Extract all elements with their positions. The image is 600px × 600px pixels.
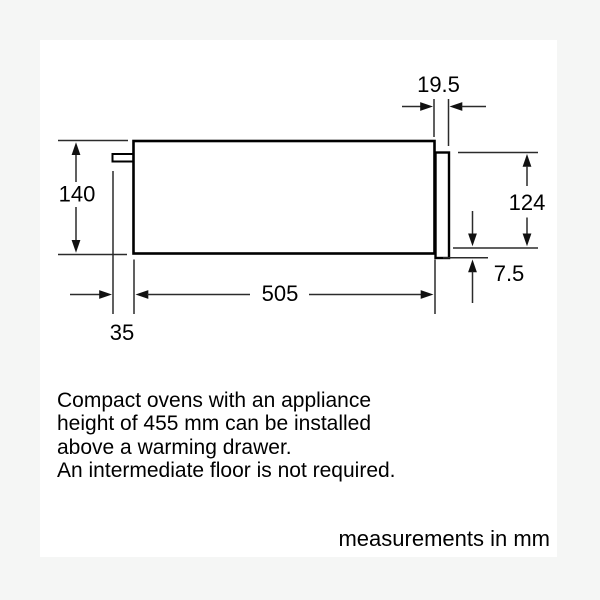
dim-label-124: 124 <box>509 190 546 215</box>
dim-panel-bottom-offset: 7.5 <box>443 211 524 303</box>
dim-front-panel-height: 124 <box>453 151 546 249</box>
front-panel <box>434 151 451 260</box>
arrow-left-icon <box>135 290 149 299</box>
dim-label-35: 35 <box>110 320 134 345</box>
installation-note: Compact ovens with an appliance height o… <box>57 389 396 483</box>
rear-bracket <box>111 153 136 163</box>
dim-label-505: 505 <box>262 281 299 306</box>
dim-label-19-5: 19.5 <box>417 72 460 97</box>
arrow-up-icon <box>71 142 81 155</box>
dim-label-140: 140 <box>59 182 96 207</box>
dim-panel-depth: 19.5 <box>402 72 486 146</box>
arrow-right-icon <box>420 290 434 299</box>
installation-note-line: An intermediate floor is not required. <box>57 459 396 483</box>
units-note: measurements in mm <box>338 526 550 551</box>
installation-note-line: above a warming drawer. <box>57 435 292 459</box>
white-canvas <box>40 40 557 557</box>
arrow-left-icon <box>449 102 463 111</box>
dim-niche-height: 140 <box>58 139 128 256</box>
arrow-up-icon <box>468 259 477 273</box>
arrow-right-icon <box>420 102 433 111</box>
dim-rear-clearance: 35 <box>70 171 135 345</box>
arrow-down-icon <box>468 233 477 247</box>
arrow-down-icon <box>522 233 532 247</box>
dim-label-7-5: 7.5 <box>494 261 525 286</box>
arrow-right-icon <box>99 290 112 299</box>
arrow-down-icon <box>71 240 81 253</box>
dim-appliance-depth: 505 <box>135 259 436 314</box>
appliance-outline <box>111 139 451 260</box>
installation-note-line: height of 455 mm can be installed <box>57 412 372 436</box>
arrow-up-icon <box>522 154 532 167</box>
installation-note-line: Compact ovens with an appliance <box>57 389 372 412</box>
drawer-body <box>132 139 436 255</box>
